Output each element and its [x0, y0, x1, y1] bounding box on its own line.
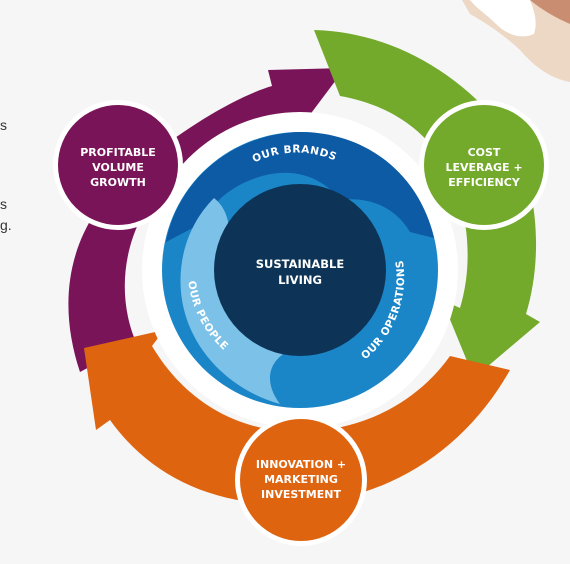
- node-innovation-line3: INVESTMENT: [261, 488, 341, 501]
- node-innovation-line1: INNOVATION +: [256, 458, 346, 471]
- node-cost-leverage-efficiency: COST LEVERAGE + EFFICIENCY: [419, 100, 549, 230]
- node-innovation-marketing-investment: INNOVATION + MARKETING INVESTMENT: [235, 414, 367, 546]
- ring-brands-segment: [166, 132, 434, 242]
- person-photo-fragment: [462, 0, 570, 82]
- node-cost-line1: COST: [468, 146, 501, 159]
- node-cost-line3: EFFICIENCY: [448, 176, 521, 189]
- left-text-fragment-2: s: [0, 196, 7, 212]
- node-innovation-line2: MARKETING: [264, 473, 338, 486]
- arrow-orange-innovation: [84, 330, 510, 505]
- left-text-fragment-3: g.: [0, 217, 12, 233]
- node-cost-line2: LEVERAGE +: [445, 161, 522, 174]
- center-circle: [214, 184, 386, 356]
- node-growth-line2: VOLUME: [92, 161, 144, 174]
- node-growth-line1: PROFITABLE: [80, 146, 156, 159]
- node-profitable-volume-growth: PROFITABLE VOLUME GROWTH: [53, 100, 183, 230]
- left-text-fragment-1: s: [0, 117, 7, 133]
- node-growth-line3: GROWTH: [90, 176, 146, 189]
- center-label-line1: SUSTAINABLE: [256, 257, 345, 271]
- center-label-line2: LIVING: [278, 273, 322, 287]
